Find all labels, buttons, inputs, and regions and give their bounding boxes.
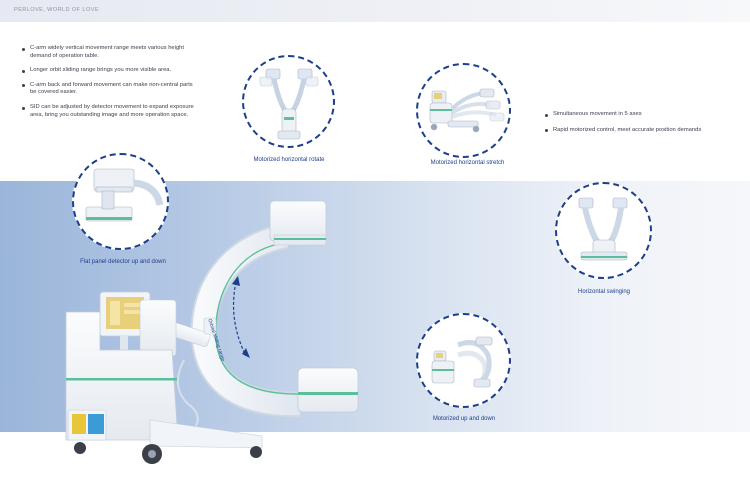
flat-panel-illustration (72, 153, 169, 250)
brand-text: PERLOVE, WORLD OF LOVE (14, 7, 99, 13)
header-bar: PERLOVE, WORLD OF LOVE (0, 0, 750, 22)
swinging-caption: Horizontal swinging (577, 289, 631, 295)
feature-item: Simultaneous movement in 5 axes (545, 111, 745, 119)
stretch-illustration (416, 63, 511, 158)
feature-list-left: C-arm widely vertical movement range mee… (22, 45, 197, 126)
feature-item: Rapid motorized control, meet accurate p… (545, 127, 745, 135)
feature-list-right: Simultaneous movement in 5 axes Rapid mo… (545, 111, 745, 142)
updown-illustration (416, 313, 511, 408)
feature-item: C-arm widely vertical movement range mee… (22, 45, 197, 60)
rotate-illustration (242, 55, 335, 148)
flat-panel-caption: Flat panel detector up and down (80, 259, 166, 265)
rotate-caption: Motorized horizontal rotate (253, 157, 325, 163)
feature-item: SID can be adjusted by detector movement… (22, 104, 197, 119)
stretch-caption: Motorized horizontal stretch (430, 160, 505, 166)
updown-caption: Motorized up and down (432, 416, 496, 422)
swinging-illustration (555, 182, 652, 279)
feature-item: Longer orbit sliding range brings you mo… (22, 67, 197, 75)
feature-item: C-arm back and forward movement can make… (22, 82, 197, 97)
